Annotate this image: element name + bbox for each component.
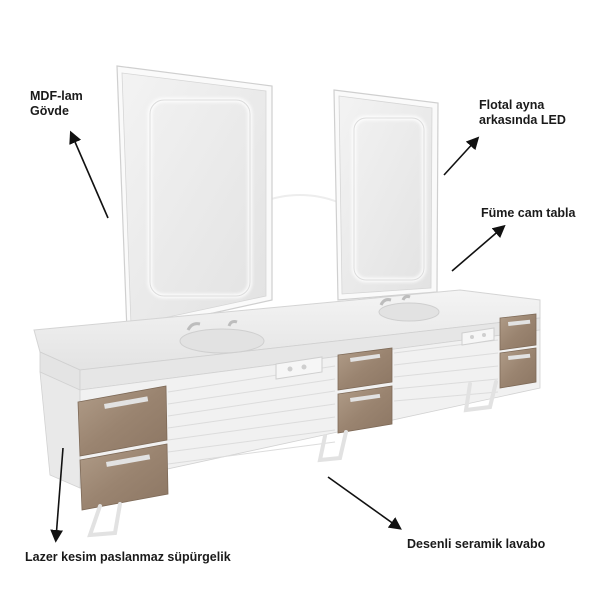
label-mirror-led-line2: arkasında LED — [479, 113, 566, 127]
drawer-center-top — [337, 347, 393, 391]
drawer-left-bottom — [79, 443, 169, 511]
socket-panel-right — [461, 327, 495, 346]
socket-panel-left — [275, 356, 323, 380]
label-glass-shelf: Füme cam tabla — [481, 206, 576, 220]
cabinet-body — [39, 329, 541, 489]
arrow-icon — [50, 130, 506, 543]
mirror-left — [116, 65, 273, 333]
mirror-right — [333, 89, 439, 301]
label-body-material: MDF-lam Gövde — [30, 89, 83, 119]
steel-legs — [87, 380, 498, 538]
drawer-right-top — [499, 313, 537, 351]
label-body-material-line2: Gövde — [30, 104, 69, 118]
label-mirror-led-line1: Flotal ayna — [479, 98, 545, 112]
drawer-center-bottom — [337, 385, 393, 434]
label-mirror-led: Flotal ayna arkasında LED — [479, 98, 566, 128]
label-body-material-line1: MDF-lam — [30, 89, 83, 103]
sink-right — [378, 294, 440, 322]
sink-left — [179, 320, 265, 354]
label-sink: Desenli seramik lavabo — [407, 537, 546, 551]
drawer-right-bottom — [499, 347, 537, 389]
drawer-left-top — [77, 385, 168, 457]
label-plinth: Lazer kesim paslanmaz süpürgelik — [25, 550, 231, 564]
